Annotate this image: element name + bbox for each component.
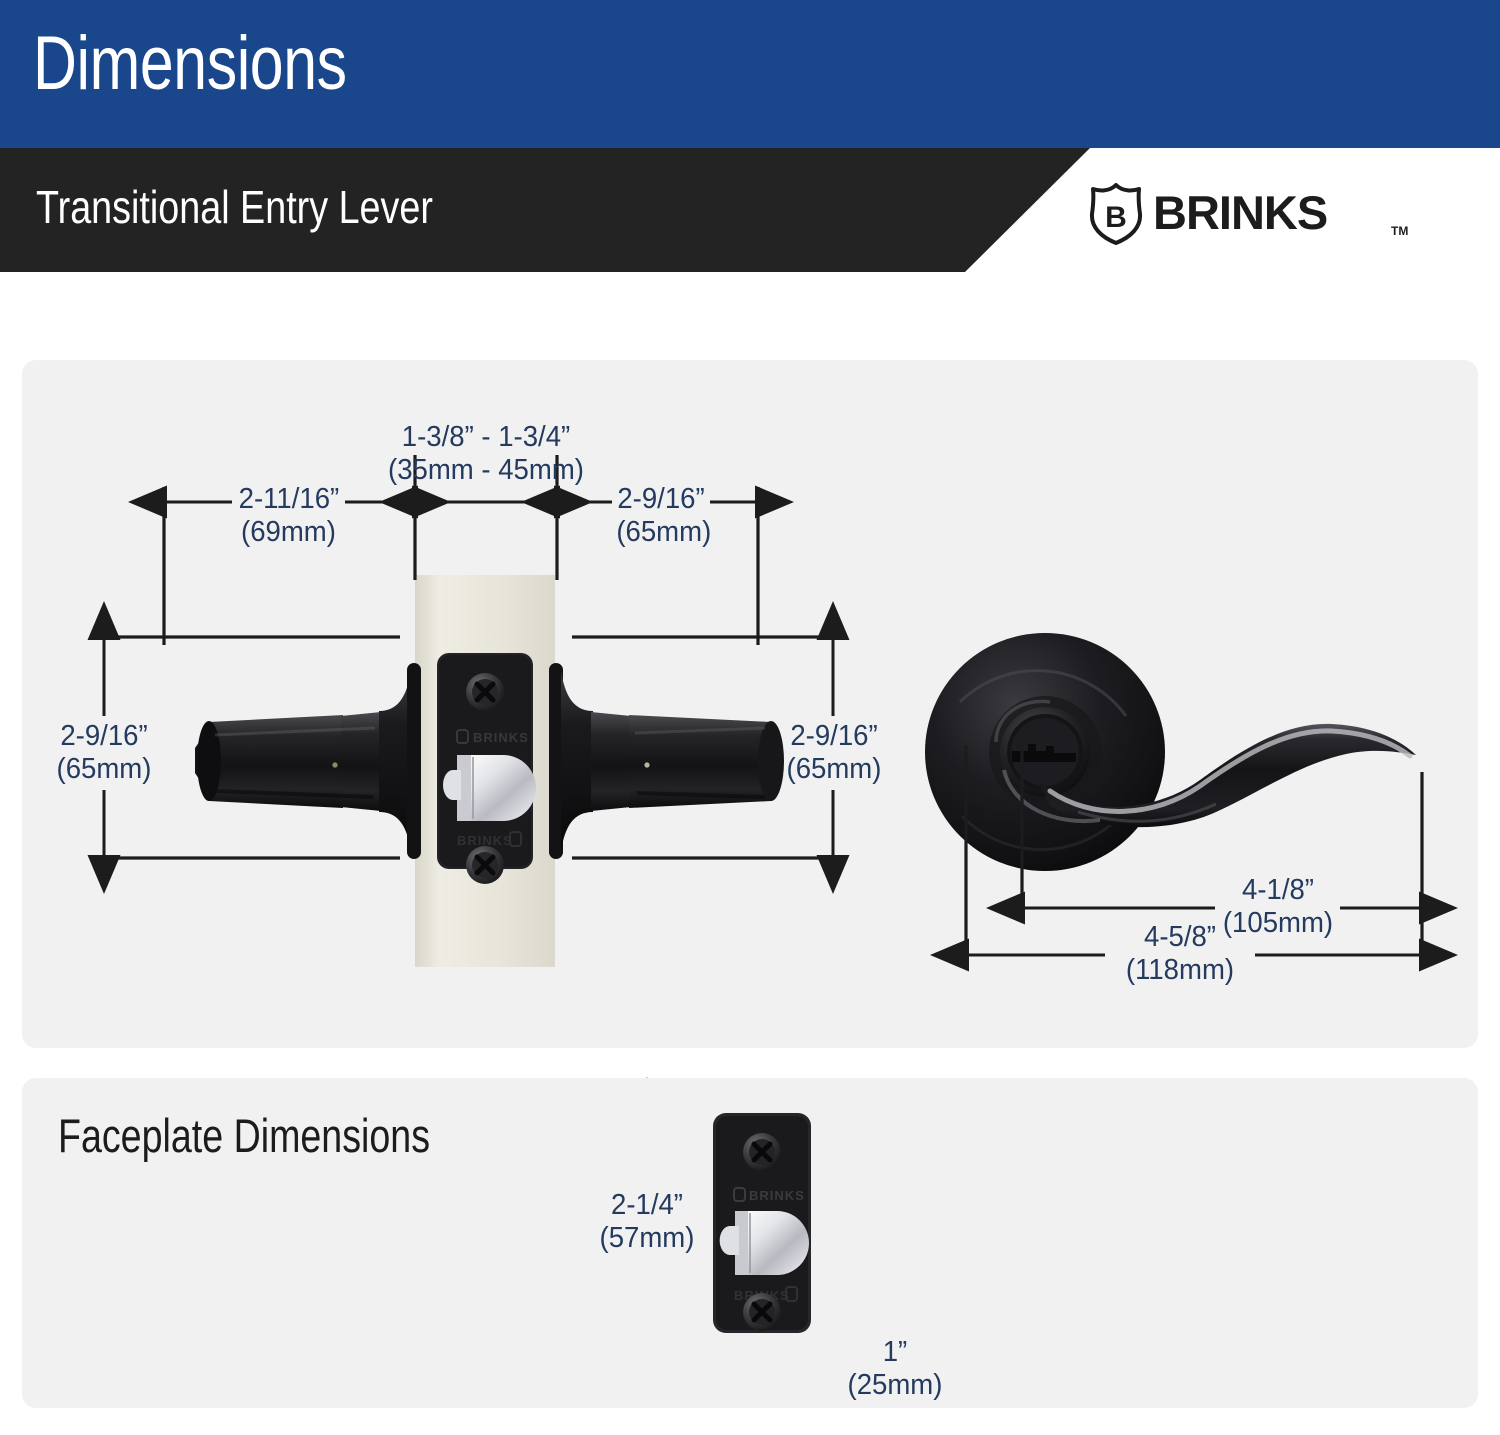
product-subtitle: Transitional Entry Lever	[36, 181, 433, 233]
dimension-label-lever-length: 4-1/8” (105mm)	[1222, 874, 1334, 939]
faceplate-screw-bottom	[743, 1293, 781, 1331]
latch-faceplate-inline: BRINKS BRINKS	[437, 653, 536, 884]
lever-handle	[994, 699, 1416, 828]
interior-lock-body	[195, 663, 421, 859]
svg-text:TM: TM	[1391, 224, 1408, 238]
svg-text:BRINKS: BRINKS	[473, 730, 529, 745]
page-header: Dimensions Transitional Entry Lever B BR…	[0, 0, 1500, 272]
dimension-label-rosette-height-right: 2-9/16” (65mm)	[786, 720, 882, 785]
dimension-label-faceplate-height: 2-1/4” (57mm)	[599, 1189, 695, 1254]
dimension-label-backset-left: 2-11/16” (69mm)	[238, 483, 340, 548]
dimension-label-rosette-height-left: 2-9/16” (65mm)	[56, 720, 152, 785]
page-title: Dimensions	[33, 21, 347, 106]
main-dimensions-card	[22, 360, 1478, 1048]
brinks-logo: B BRINKS TM	[1085, 183, 1415, 245]
svg-text:BRINKS: BRINKS	[1153, 186, 1327, 239]
dimension-label-lever-overall-width: 4-5/8” (118mm)	[1125, 921, 1235, 986]
faceplate-emboss-top: BRINKS	[733, 1187, 805, 1203]
key-cylinder	[989, 696, 1101, 808]
dimension-label-door-thickness: 1-3/8” - 1-3/4” (35mm - 45mm)	[388, 421, 584, 486]
lock-side-view-illustration: BRINKS BRINKS	[185, 565, 805, 975]
header-black-band-shape	[0, 148, 1090, 272]
latch-bolt	[719, 1211, 809, 1275]
header-blue-band	[0, 0, 1500, 148]
svg-text:B: B	[1105, 201, 1127, 234]
faceplate-illustration: BRINKS BRINKS	[712, 1112, 812, 1334]
svg-text:BRINKS: BRINKS	[457, 833, 513, 848]
dimension-label-faceplate-width: 1” (25mm)	[847, 1336, 943, 1401]
faceplate-screw-bottom	[466, 846, 504, 884]
faceplate-screw-top	[466, 673, 504, 711]
faceplate-emboss-top: BRINKS	[456, 729, 529, 745]
header-black-band	[0, 148, 1500, 272]
latch-bolt	[443, 755, 536, 821]
lever-front-view-illustration	[900, 620, 1440, 920]
exterior-lock-body	[549, 663, 784, 859]
brinks-shield-icon	[1089, 183, 1143, 245]
svg-text:BRINKS: BRINKS	[749, 1188, 805, 1203]
faceplate-section-heading: Faceplate Dimensions	[58, 1109, 430, 1162]
faceplate-emboss-bottom: BRINKS	[457, 831, 522, 848]
dimension-label-projection-right: 2-9/16” (65mm)	[616, 483, 712, 548]
keyhole-icon	[1012, 744, 1076, 762]
faceplate-screw-top	[743, 1133, 781, 1171]
